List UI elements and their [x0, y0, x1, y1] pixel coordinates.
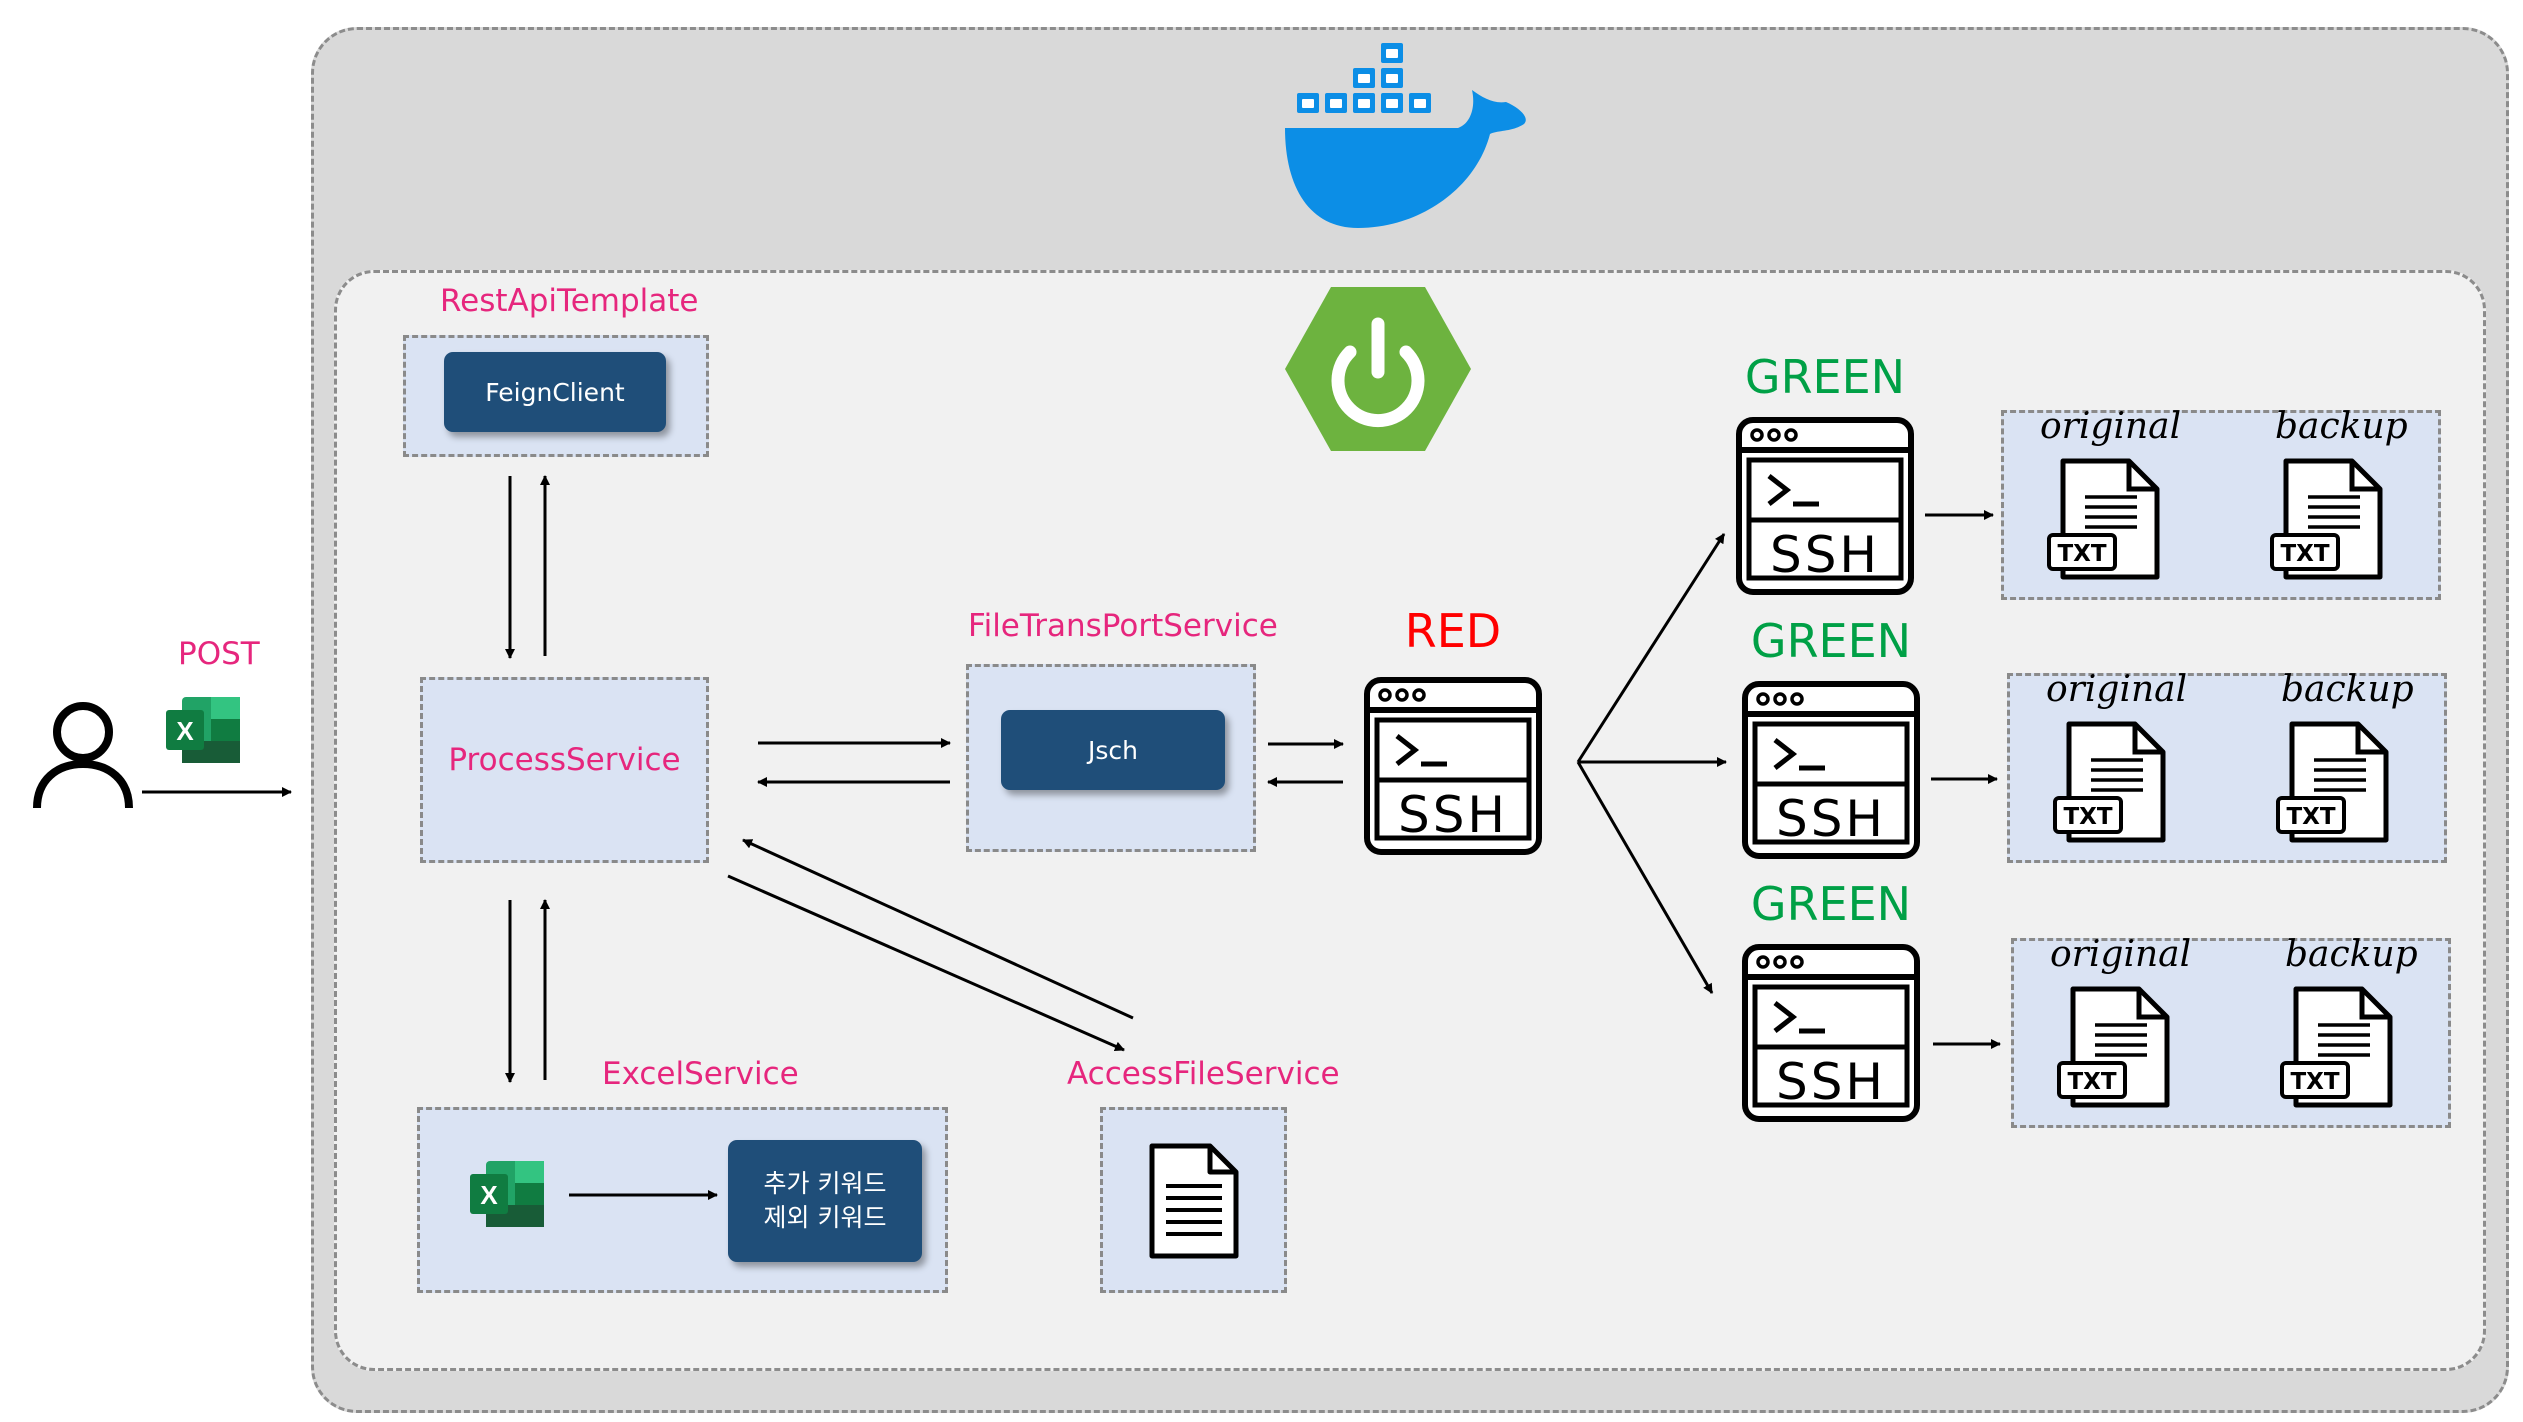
arrow-red-to-green-3: [1576, 761, 1714, 994]
green-ssh-label-2: SSH: [1775, 790, 1887, 848]
red-ssh-label: SSH: [1397, 786, 1509, 844]
backup-file-2: TXT: [2274, 720, 2390, 848]
excel-service-label: ExcelService: [602, 1056, 799, 1092]
jsch-box[interactable]: Jsch: [1001, 710, 1225, 790]
excel-icon-letter: X: [480, 1180, 498, 1210]
arrow-red-to-green-1: [1576, 533, 1726, 763]
file-transport-service-label: FileTransPortService: [968, 608, 1278, 644]
keywords-exclude-label: 제외 키워드: [763, 1203, 887, 1232]
post-label: POST: [178, 636, 260, 672]
ssh-terminal-icon: [1736, 417, 1914, 595]
ssh-terminal-icon: [1742, 681, 1920, 859]
backup-label-1: backup: [2275, 406, 2408, 447]
red-ssh-server[interactable]: SSH: [1363, 676, 1543, 860]
txt-ext-label: TXT: [2280, 541, 2329, 567]
green-env-label-1: GREEN: [1744, 350, 1906, 404]
red-env-label: RED: [1404, 604, 1502, 658]
feign-client-box[interactable]: FeignClient: [444, 352, 666, 432]
green-ssh-label-3: SSH: [1775, 1053, 1887, 1111]
ssh-terminal-icon: [1364, 677, 1542, 855]
access-file-zone: [1100, 1107, 1287, 1293]
txt-ext-label: TXT: [2063, 804, 2112, 830]
backup-label-2: backup: [2281, 669, 2414, 710]
arrow-accessfile-to-process: [742, 838, 1134, 1020]
document-icon: [1149, 1143, 1239, 1259]
original-label-3: original: [2050, 934, 2192, 975]
process-service-label: ProcessService: [448, 742, 681, 778]
txt-file-icon: TXT: [2270, 458, 2383, 580]
original-file-2: TXT: [2051, 720, 2167, 848]
ssh-terminal-icon: [1742, 944, 1920, 1122]
backup-file-1: TXT: [2268, 457, 2384, 585]
green-env-label-2: GREEN: [1750, 614, 1912, 668]
arrow-process-to-accessfile: [727, 874, 1125, 1052]
txt-file-icon: TXT: [2053, 721, 2166, 843]
txt-file-icon: TXT: [2280, 986, 2393, 1108]
green-ssh-server-1[interactable]: SSH: [1735, 416, 1915, 600]
original-file-1: TXT: [2045, 457, 2161, 585]
excel-icon: X: [164, 694, 244, 770]
backup-label-3: backup: [2285, 934, 2418, 975]
excel-service-excel-icon: X: [468, 1158, 548, 1234]
rest-api-template-label: RestApiTemplate: [440, 283, 699, 319]
keywords-box: 추가 키워드 제외 키워드: [728, 1140, 922, 1262]
txt-ext-label: TXT: [2057, 541, 2106, 567]
original-label-2: original: [2046, 669, 2188, 710]
txt-ext-label: TXT: [2067, 1069, 2116, 1095]
spring-boot-logo: [1285, 287, 1471, 451]
green-ssh-server-2[interactable]: SSH: [1741, 680, 1921, 864]
docker-logo: [1285, 43, 1526, 228]
excel-icon-letter: X: [176, 716, 194, 746]
green-ssh-server-3[interactable]: SSH: [1741, 943, 1921, 1127]
txt-file-icon: TXT: [2057, 986, 2170, 1108]
user-icon: [33, 702, 133, 809]
original-file-3: TXT: [2055, 985, 2171, 1113]
original-label-1: original: [2040, 406, 2182, 447]
access-file-service-label: AccessFileService: [1067, 1056, 1340, 1092]
green-env-label-3: GREEN: [1750, 877, 1912, 931]
txt-ext-label: TXT: [2290, 1069, 2339, 1095]
green-ssh-label-1: SSH: [1769, 526, 1881, 584]
txt-file-icon: TXT: [2276, 721, 2389, 843]
process-service-zone[interactable]: [420, 677, 709, 863]
txt-file-icon: TXT: [2047, 458, 2160, 580]
keywords-add-label: 추가 키워드: [763, 1169, 887, 1198]
backup-file-3: TXT: [2278, 985, 2394, 1113]
txt-ext-label: TXT: [2286, 804, 2335, 830]
